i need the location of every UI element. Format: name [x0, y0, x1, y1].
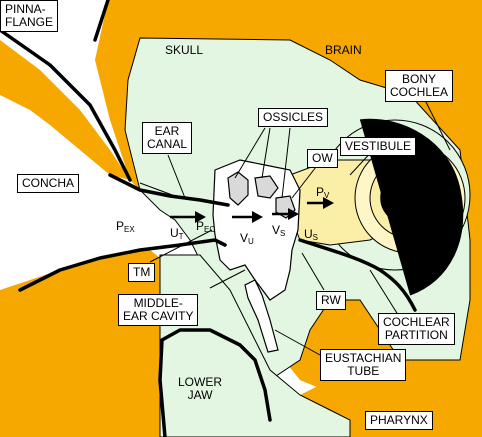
var-v-s: VS [272, 223, 285, 238]
label-jaw-line2: JAW [187, 388, 213, 402]
label-rw: RW [316, 291, 346, 310]
var-v-s-sub: S [280, 229, 286, 238]
label-ossicles-text: OSSICLES [263, 110, 324, 124]
jaw-outline [158, 328, 272, 437]
label-pinna-line1: PINNA- [5, 2, 46, 16]
var-p-v-base: P [316, 185, 325, 199]
var-v-u: VU [240, 231, 254, 246]
label-pharynx: PHARYNX [365, 411, 433, 430]
ear-canal-upper-wall [108, 173, 230, 207]
var-u-s-base: U [304, 227, 313, 241]
var-v-u-base: V [240, 231, 249, 245]
var-v-u-sub: U [248, 237, 254, 246]
label-cochlear-partition: COCHLEAR PARTITION [378, 313, 455, 345]
label-ow: OW [307, 149, 338, 168]
label-ear-line1: EAR [154, 124, 180, 138]
label-cochlear-line1: COCHLEAR [383, 315, 450, 329]
arrow-ut-head [195, 211, 206, 223]
label-bony-cochlea: BONY COCHLEA [385, 70, 454, 102]
var-p-ec-base: P [196, 219, 205, 233]
var-u-t-sub: T [178, 232, 184, 241]
label-middle-line1: MIDDLE- [133, 296, 183, 310]
label-tm: TM [128, 263, 156, 282]
var-u-s: US [304, 227, 318, 242]
soft-tissue-lower [159, 254, 351, 437]
cochlear-partition [298, 238, 417, 312]
label-ear-canal: EAR CANAL [142, 122, 193, 154]
var-u-t-base: U [170, 226, 179, 240]
label-tube-line2: TUBE [347, 364, 380, 378]
label-partition-line2: PARTITION [384, 328, 448, 342]
label-skull: SKULL [165, 44, 203, 57]
label-brain: BRAIN [325, 44, 362, 57]
var-p-ex-sub: EX [124, 225, 135, 234]
label-middle-ear-cavity: MIDDLE- EAR CAVITY [118, 294, 199, 326]
label-concha: CONCHA [17, 174, 80, 193]
ear-canal-lower-wall [18, 238, 227, 292]
label-bony-line1: BONY [402, 72, 437, 86]
var-p-ex: PEX [116, 219, 135, 234]
label-eustachian-tube: EUSTACHIAN TUBE [320, 349, 407, 381]
var-v-s-base: V [272, 223, 281, 237]
var-p-ec: PEC [196, 219, 215, 234]
eustachian-tube [244, 279, 279, 353]
label-rw-text: RW [321, 293, 341, 307]
arrow-pv-head [323, 197, 334, 209]
ossicle-malleus [227, 171, 249, 206]
arrow-vs-head [288, 208, 299, 220]
var-u-s-sub: S [312, 233, 319, 242]
var-p-ex-base: P [116, 219, 125, 233]
var-u-t: UT [170, 226, 184, 241]
var-p-ec-sub: EC [204, 225, 216, 234]
pinna-outline [0, 28, 132, 182]
left-side-outline [93, 0, 110, 42]
label-cochlea-line2: COCHLEA [390, 85, 449, 99]
bony-cochlea-outline [359, 118, 464, 296]
label-brain-text: BRAIN [325, 43, 362, 57]
pinna-flange [0, 40, 130, 180]
label-vestibule-text: VESTIBULE [345, 139, 412, 153]
ossicle-incus [254, 175, 279, 199]
label-pharynx-text: PHARYNX [370, 413, 428, 427]
jaw-bone [0, 270, 150, 437]
label-skull-text: SKULL [165, 43, 204, 57]
arrow-vu-head [252, 211, 263, 223]
label-ossicles: OSSICLES [258, 108, 329, 127]
label-canal-line2: CANAL [147, 137, 188, 151]
label-pinna-flange: PINNA- FLANGE [0, 0, 59, 32]
label-vestibule: VESTIBULE [340, 137, 417, 156]
label-lower-jaw: LOWER JAW [178, 376, 222, 402]
var-p-v: PV [316, 185, 329, 200]
flow-arrows [170, 197, 334, 223]
label-concha-text: CONCHA [22, 176, 75, 190]
label-ow-text: OW [312, 151, 333, 165]
label-pinna-line2: FLANGE [5, 15, 54, 29]
label-eustachian-line1: EUSTACHIAN [325, 351, 402, 365]
label-cavity-line2: EAR CAVITY [123, 309, 194, 323]
var-p-v-sub: V [324, 191, 330, 200]
label-tm-text: TM [133, 265, 151, 279]
label-lower-line1: LOWER [178, 375, 223, 389]
